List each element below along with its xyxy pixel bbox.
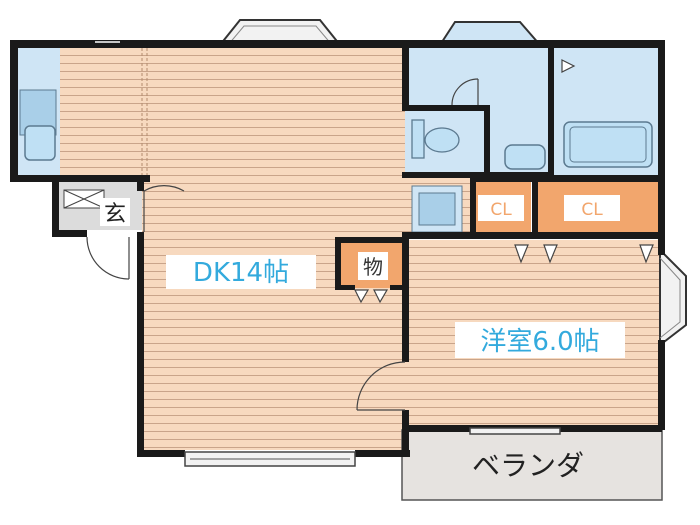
closet-door-marks <box>354 244 654 304</box>
window-marks <box>95 41 561 467</box>
right-bay-window <box>659 247 687 348</box>
closet-right-label: CL <box>581 200 603 220</box>
storage-label: 物 <box>363 255 383 279</box>
closet-right-label-bg <box>564 195 620 221</box>
left-sink <box>24 125 56 161</box>
western-label-bg <box>455 322 625 358</box>
dk-floor <box>142 175 407 450</box>
western-room-label: 洋室6.0帖 <box>480 327 599 357</box>
entrance-label: 玄 <box>104 202 126 227</box>
walls <box>10 40 665 457</box>
wash-basin <box>504 144 546 170</box>
entrance-label-bg <box>100 198 130 226</box>
bathtub <box>563 121 653 168</box>
balcony-floor <box>401 429 663 501</box>
closet-left-label-bg <box>478 195 524 221</box>
door-swings <box>86 59 576 411</box>
dk-label: DK14帖 <box>193 258 289 288</box>
top-floor-area <box>58 45 406 177</box>
toilet-tank <box>411 119 425 159</box>
closet-left-label: CL <box>490 200 512 220</box>
storage-label-bg <box>358 252 388 280</box>
toilet-bowl <box>424 127 460 153</box>
balcony-label: ベランダ <box>472 449 584 482</box>
dk-label-bg <box>166 255 316 289</box>
